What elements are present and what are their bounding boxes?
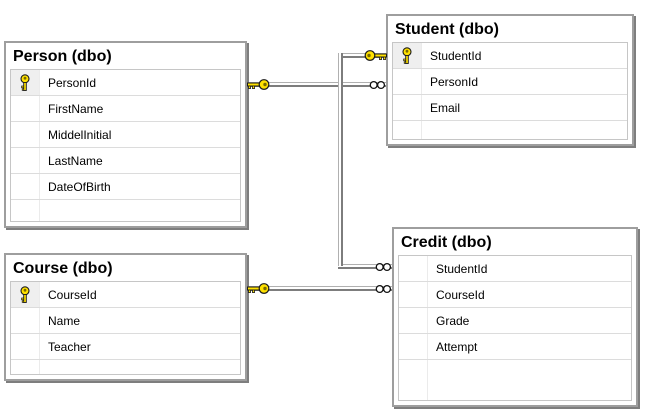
empty-row-area xyxy=(393,121,627,139)
table-student[interactable]: Student (dbo) StudentId PersonId xyxy=(386,14,634,146)
table-student-title: Student (dbo) xyxy=(395,21,499,38)
table-course-grid: CourseId Name Teacher xyxy=(10,281,241,375)
column-name: Teacher xyxy=(48,339,91,354)
row-header-cell xyxy=(399,308,428,333)
column-name: CourseId xyxy=(436,287,485,302)
column-name: FirstName xyxy=(48,101,104,116)
column-name: DateOfBirth xyxy=(48,179,111,194)
relationship-student-credit-line-vertical[interactable] xyxy=(338,53,343,266)
column-name: Name xyxy=(48,313,81,328)
empty-row-area xyxy=(11,200,240,221)
column-name: StudentId xyxy=(430,48,482,63)
row-header-cell xyxy=(11,96,40,121)
one-end-course xyxy=(246,282,270,295)
table-credit-title: Credit (dbo) xyxy=(401,234,492,251)
row-header-cell xyxy=(11,70,40,95)
row-header-cell xyxy=(393,69,422,94)
column-row[interactable]: PersonId xyxy=(11,70,240,96)
relationship-person-student-line[interactable] xyxy=(247,82,386,87)
infinity-icon xyxy=(375,262,392,272)
row-header-cell xyxy=(11,308,40,333)
column-row[interactable]: Grade xyxy=(399,308,631,334)
row-header-cell xyxy=(399,282,428,307)
table-course[interactable]: Course (dbo) CourseId Name xyxy=(4,253,247,381)
primary-key-icon xyxy=(402,46,412,64)
column-row[interactable]: Email xyxy=(393,95,627,121)
key-icon xyxy=(364,50,387,61)
column-row[interactable]: DateOfBirth xyxy=(11,174,240,200)
row-header-cell xyxy=(399,334,428,359)
column-name: PersonId xyxy=(48,75,97,90)
table-credit[interactable]: Credit (dbo) StudentId CourseId Grade At… xyxy=(392,227,638,407)
relationship-student-credit-line-bottom[interactable] xyxy=(338,264,392,269)
row-header-cell xyxy=(11,148,40,173)
infinity-icon xyxy=(375,284,392,294)
column-row[interactable]: PersonId xyxy=(393,69,627,95)
row-header-cell xyxy=(11,122,40,147)
column-name: PersonId xyxy=(430,74,479,89)
column-row[interactable]: FirstName xyxy=(11,96,240,122)
table-course-title: Course (dbo) xyxy=(13,260,113,277)
row-header-cell xyxy=(393,43,422,68)
column-name: StudentId xyxy=(436,261,488,276)
row-header-cell xyxy=(11,334,40,359)
column-row[interactable]: Teacher xyxy=(11,334,240,360)
table-credit-grid: StudentId CourseId Grade Attempt xyxy=(398,255,632,401)
column-row[interactable]: StudentId xyxy=(393,43,627,69)
many-end-student xyxy=(369,80,386,90)
row-header-cell xyxy=(399,256,428,281)
primary-key-icon xyxy=(20,285,30,303)
row-header-cell xyxy=(393,95,422,120)
table-person-title: Person (dbo) xyxy=(13,48,112,65)
key-icon xyxy=(247,283,270,294)
column-row[interactable]: LastName xyxy=(11,148,240,174)
column-row[interactable]: Name xyxy=(11,308,240,334)
empty-row-area xyxy=(399,360,631,400)
column-row[interactable]: Attempt xyxy=(399,334,631,360)
column-name: LastName xyxy=(48,153,103,168)
many-end-credit-course xyxy=(375,284,392,294)
column-row[interactable]: CourseId xyxy=(11,282,240,308)
key-icon xyxy=(247,79,270,90)
column-row[interactable]: CourseId xyxy=(399,282,631,308)
row-header-cell xyxy=(11,282,40,307)
column-row[interactable]: MiddelInitial xyxy=(11,122,240,148)
table-person-grid: PersonId FirstName MiddelInitial LastNam… xyxy=(10,69,241,222)
relationship-course-credit-line[interactable] xyxy=(247,286,392,291)
row-header-cell xyxy=(11,174,40,199)
empty-row-area xyxy=(11,360,240,374)
column-name: Email xyxy=(430,100,461,115)
table-person[interactable]: Person (dbo) PersonId FirstName xyxy=(4,41,247,228)
column-name: Attempt xyxy=(436,339,478,354)
infinity-icon xyxy=(369,80,386,90)
many-end-credit-student xyxy=(375,262,392,272)
table-student-grid: StudentId PersonId Email xyxy=(392,42,628,140)
primary-key-icon xyxy=(20,73,30,91)
column-name: CourseId xyxy=(48,287,97,302)
column-row[interactable]: StudentId xyxy=(399,256,631,282)
one-end-student xyxy=(364,49,388,62)
column-name: MiddelInitial xyxy=(48,127,112,142)
column-name: Grade xyxy=(436,313,470,328)
one-end-person xyxy=(246,78,270,91)
relationship-student-credit-line-top[interactable] xyxy=(341,53,386,58)
